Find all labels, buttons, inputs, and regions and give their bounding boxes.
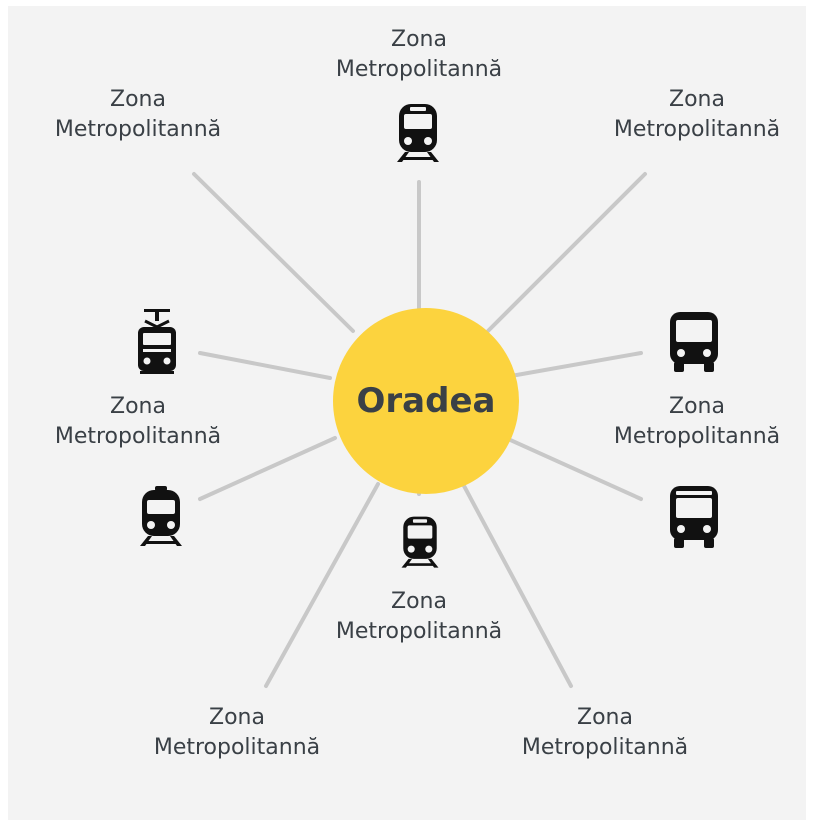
zone-label-line1: Zona <box>669 87 725 112</box>
train-icon <box>140 486 182 546</box>
zone-label-line2: Metropolitannă <box>335 57 503 82</box>
hub-label: Oradea <box>356 381 496 421</box>
oradea-hub: Oradea <box>333 308 519 494</box>
bus-icon <box>670 312 718 372</box>
zone-label-line1: Zona <box>391 27 447 52</box>
zone-label-bottom-right: Zona Metropolitannă <box>475 703 735 763</box>
zone-label-line2: Metropolitannă <box>613 117 781 142</box>
zone-label-line1: Zona <box>209 705 265 730</box>
zone-label-line2: Metropolitannă <box>54 424 222 449</box>
zone-label-bottom-left: Zona Metropolitannă <box>107 703 367 763</box>
spoke-left-lower <box>198 436 337 501</box>
spoke-top-left <box>192 172 355 333</box>
zone-label-top-right: Zona Metropolitannă <box>567 85 813 145</box>
spoke-top-right <box>486 172 647 333</box>
spoke-right-lower <box>504 436 643 501</box>
train-icon <box>397 104 439 162</box>
zone-label-line2: Metropolitannă <box>521 735 689 760</box>
bus-icon <box>670 486 718 548</box>
zone-label-right: Zona Metropolitannă <box>567 392 813 452</box>
zone-label-line2: Metropolitannă <box>54 117 222 142</box>
zone-label-line1: Zona <box>110 394 166 419</box>
zone-label-line1: Zona <box>391 589 447 614</box>
spoke-bottom-left <box>264 482 380 688</box>
zone-label-line2: Metropolitannă <box>153 735 321 760</box>
diagram-canvas: Oradea Zona Metropolitannă Zona Metropol… <box>8 6 806 820</box>
zone-label-top-left: Zona Metropolitannă <box>8 85 268 145</box>
zone-label-line2: Metropolitannă <box>613 424 781 449</box>
zone-label-top: Zona Metropolitannă <box>289 25 549 85</box>
zone-label-line2: Metropolitannă <box>335 619 503 644</box>
train-icon <box>401 516 439 568</box>
zone-label-left: Zona Metropolitannă <box>8 392 268 452</box>
zone-label-line1: Zona <box>669 394 725 419</box>
spoke-left-upper <box>198 351 332 380</box>
zone-label-line1: Zona <box>110 87 166 112</box>
spoke-right-upper <box>509 351 643 378</box>
spoke-bottom-right <box>461 482 573 688</box>
zone-label-line1: Zona <box>577 705 633 730</box>
zone-label-bottom: Zona Metropolitannă <box>289 587 549 647</box>
tram-icon <box>138 309 176 374</box>
